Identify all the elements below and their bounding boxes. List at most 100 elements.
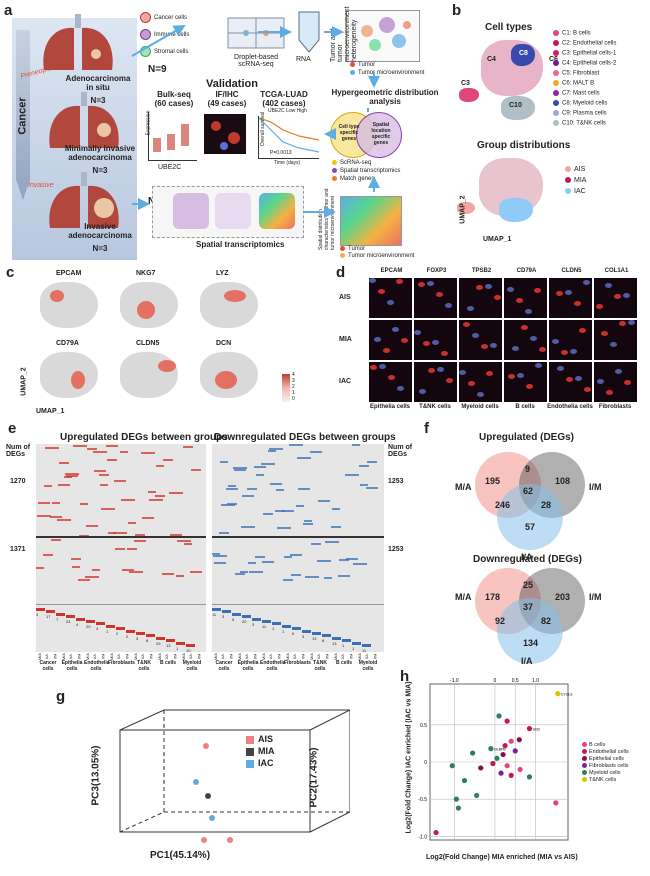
- deg-count-label: 13: [312, 636, 317, 641]
- deg-count-bar: [186, 644, 195, 647]
- cell-type-cancer: Cancer cells: [140, 12, 187, 23]
- heatmap-separator: [36, 536, 206, 538]
- deg-count-bar: [282, 624, 291, 628]
- heatmap-stripe: [190, 571, 202, 573]
- y-tick-label: -0.5: [418, 797, 427, 803]
- deg-count-bar: [56, 612, 65, 616]
- umap-blob-c8: [511, 44, 535, 66]
- venn-up-im-label: I/M: [589, 482, 602, 492]
- heatmap-stripe: [38, 502, 50, 504]
- stage-mia-n: N=3: [92, 166, 108, 175]
- deg-count-bar: [242, 615, 251, 619]
- bulk-label: Bulk-seq(60 cases): [154, 90, 194, 108]
- legend-scrna: ScRNA-seq: [332, 160, 371, 166]
- scatter-point: [488, 746, 494, 752]
- legend-dot: [553, 110, 559, 116]
- group-caption: Cancer cells: [215, 660, 233, 672]
- legend-label: C2: Endothelial cells: [562, 40, 617, 47]
- heatmap-stripe: [80, 503, 88, 505]
- if-image-cell: [549, 320, 592, 360]
- marker-cd79a: CD79A: [516, 268, 537, 274]
- legend-label: AIS: [258, 734, 274, 744]
- heatmap-stripe: [191, 469, 201, 471]
- deg-count-label: 1: [352, 645, 355, 651]
- heatmap-stripe: [353, 563, 367, 565]
- deg-count-bar: [332, 636, 341, 640]
- heatmap-stripe: [64, 476, 72, 478]
- heatmap-stripe: [107, 459, 117, 461]
- expression-colorbar: [282, 374, 290, 402]
- legend-dot: [582, 756, 587, 762]
- umap-blob-c3: [459, 88, 479, 102]
- scatter-legend-item: Endothelial cells: [582, 749, 629, 755]
- comparison-tick: M/A: [309, 652, 315, 661]
- survival-xlabel: Time (days): [274, 160, 301, 166]
- deg-count-label: 13: [332, 640, 337, 646]
- heatmap-stripe: [289, 444, 303, 446]
- celltype-legend-item: C8: Myeloid cells: [553, 100, 607, 107]
- venn-up-imia-n: 28: [541, 500, 552, 510]
- spatial-title: Spatial transcriptomics: [196, 240, 285, 249]
- heatmap-stripe: [255, 556, 265, 558]
- scatter-point: [500, 751, 506, 758]
- heatmap-stripe: [263, 513, 273, 515]
- panel-a: Cancer Preneoplasia Invasive Adenocarcin…: [0, 0, 455, 260]
- scatter-point: [508, 772, 514, 778]
- legend-dot: [582, 749, 587, 755]
- legend-label: IAC: [258, 758, 274, 768]
- up-count-2: 1371: [10, 546, 26, 553]
- stain-spot: [525, 309, 532, 314]
- stain-spot: [561, 350, 568, 355]
- legend-dot: [565, 166, 571, 173]
- heatmap-stripe: [134, 540, 146, 542]
- pc1-label: PC1(45.14%): [150, 850, 211, 861]
- umap-groups-iac: [499, 198, 533, 222]
- heatmap-stripe: [305, 576, 319, 578]
- spatial-specific-label: Spatial location specific genes: [371, 122, 391, 146]
- feature-plot-cldn5: [120, 352, 178, 398]
- stain-spot: [584, 387, 591, 392]
- flow-arrows: [131, 25, 380, 218]
- legend-label: Myeloid cells: [589, 770, 621, 776]
- scatter-point: [553, 800, 559, 806]
- group-caption: Endothelia cells: [84, 660, 110, 672]
- stain-spot: [419, 389, 426, 394]
- group-distributions-title: Group distributions: [477, 140, 571, 151]
- scatter-point: [474, 792, 480, 799]
- comparison-tick: M/A: [261, 652, 267, 661]
- venn-down-ma-label: M/A: [455, 592, 472, 602]
- comparison-tick: I/A: [91, 654, 97, 659]
- comparison-tick: I/A: [139, 654, 145, 659]
- if-image-cell: [594, 278, 637, 318]
- heatmap-stripe: [87, 448, 97, 450]
- heatmap-stripe: [270, 483, 282, 485]
- heatmap-stripe: [296, 505, 304, 507]
- stain-spot: [565, 290, 572, 295]
- scatter-point: [449, 763, 455, 769]
- comparison-tick: M/A: [357, 652, 363, 661]
- legend-dot: [553, 80, 559, 86]
- group-caption: Myeloid cells: [182, 660, 202, 672]
- celltype-legend-item: C4: Epithelial cells-2: [553, 60, 616, 67]
- heatmap-stripe: [135, 534, 145, 536]
- venn-up-im-n: 108: [555, 476, 571, 486]
- group-caption: B cells: [159, 660, 177, 666]
- if-image-cell: [414, 320, 457, 360]
- comparison-tick: M/A: [37, 652, 43, 661]
- stain-spot: [481, 344, 488, 349]
- expression-hotspot: [50, 290, 64, 302]
- stain-spot: [427, 281, 434, 286]
- venn-up-ia: [497, 484, 563, 550]
- venn-down-maim-n: 25: [523, 580, 534, 590]
- comparison-tick: I/A: [363, 654, 369, 659]
- venn-up-ia-label: I/A: [521, 552, 533, 562]
- umap2-label-c: UMAP_2: [20, 367, 28, 396]
- legend-dot: [565, 188, 571, 195]
- heatmap-stripe: [276, 489, 284, 491]
- heatmap-stripe: [352, 444, 360, 446]
- deg-count-label: 4: [76, 621, 79, 627]
- stain-spot: [468, 381, 475, 386]
- legend-dot: [553, 30, 559, 36]
